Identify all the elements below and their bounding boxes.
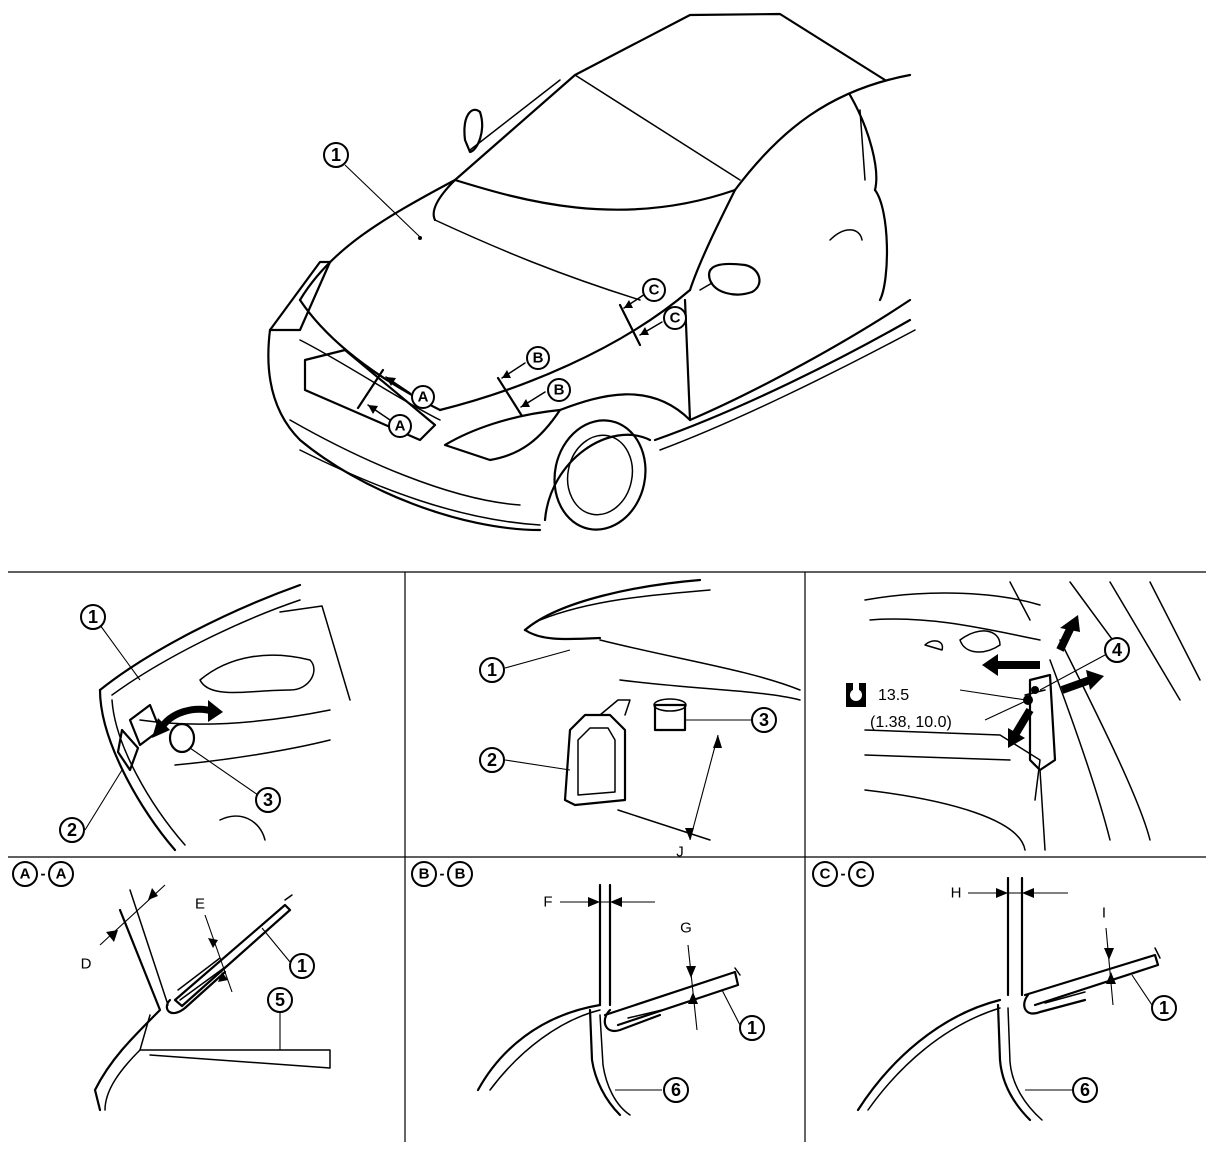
svg-text:(1.38, 10.0): (1.38, 10.0) bbox=[870, 714, 952, 731]
svg-text:5: 5 bbox=[275, 990, 285, 1010]
svg-text:2: 2 bbox=[487, 750, 497, 770]
svg-text:F: F bbox=[543, 894, 552, 911]
svg-text:3: 3 bbox=[263, 790, 273, 810]
section-mark-c: C C bbox=[618, 278, 687, 347]
section-mark-b: B B bbox=[496, 346, 571, 418]
svg-text:I: I bbox=[1102, 905, 1106, 922]
section-aa: A - A D E 1 5 bbox=[12, 861, 331, 1112]
svg-text:A: A bbox=[418, 389, 429, 406]
svg-text:C: C bbox=[856, 866, 867, 883]
svg-text:6: 6 bbox=[1080, 1080, 1090, 1100]
svg-text:A: A bbox=[20, 866, 31, 883]
svg-text:A: A bbox=[395, 418, 406, 435]
svg-text:1: 1 bbox=[331, 145, 341, 165]
svg-text:D: D bbox=[81, 956, 92, 973]
panel-hood-hinge: 4 13.5 (1.38, 10.0) bbox=[846, 581, 1201, 851]
svg-text:A: A bbox=[56, 866, 67, 883]
svg-text:C: C bbox=[820, 866, 831, 883]
svg-text:1: 1 bbox=[487, 660, 497, 680]
svg-text:2: 2 bbox=[67, 820, 77, 840]
svg-text:B: B bbox=[533, 350, 544, 367]
hood-callout: 1 bbox=[323, 142, 422, 240]
panel-grid bbox=[8, 571, 1206, 1142]
svg-text:C: C bbox=[649, 282, 660, 299]
panel-hood-bumper: 1 2 3 bbox=[59, 583, 351, 852]
car-overview-illustration: A A B B C C bbox=[267, 12, 916, 532]
svg-text:1: 1 bbox=[88, 607, 98, 627]
section-cc: C - C H I 1 6 bbox=[812, 861, 1177, 1122]
svg-text:B: B bbox=[554, 382, 565, 399]
bumper-rubber bbox=[116, 703, 162, 772]
svg-text:4: 4 bbox=[1112, 640, 1122, 660]
svg-text:-: - bbox=[41, 866, 46, 883]
svg-text:-: - bbox=[440, 866, 445, 883]
svg-text:6: 6 bbox=[671, 1080, 681, 1100]
section-bb: B - B F G 1 6 bbox=[411, 861, 765, 1117]
svg-text:J: J bbox=[676, 844, 684, 861]
svg-text:13.5: 13.5 bbox=[878, 687, 909, 704]
panel-hood-stopper: J 1 2 3 bbox=[479, 578, 801, 861]
svg-text:-: - bbox=[841, 866, 846, 883]
svg-text:B: B bbox=[419, 866, 430, 883]
svg-text:1: 1 bbox=[297, 956, 307, 976]
svg-text:G: G bbox=[680, 920, 692, 937]
svg-text:E: E bbox=[195, 896, 205, 913]
section-mark-a: A A bbox=[356, 368, 435, 438]
svg-text:B: B bbox=[455, 866, 466, 883]
svg-text:1: 1 bbox=[1159, 998, 1169, 1018]
svg-text:1: 1 bbox=[747, 1018, 757, 1038]
wrench-torque-icon bbox=[846, 683, 866, 707]
svg-text:3: 3 bbox=[759, 710, 769, 730]
svg-text:H: H bbox=[951, 885, 962, 902]
svg-text:C: C bbox=[670, 310, 681, 327]
